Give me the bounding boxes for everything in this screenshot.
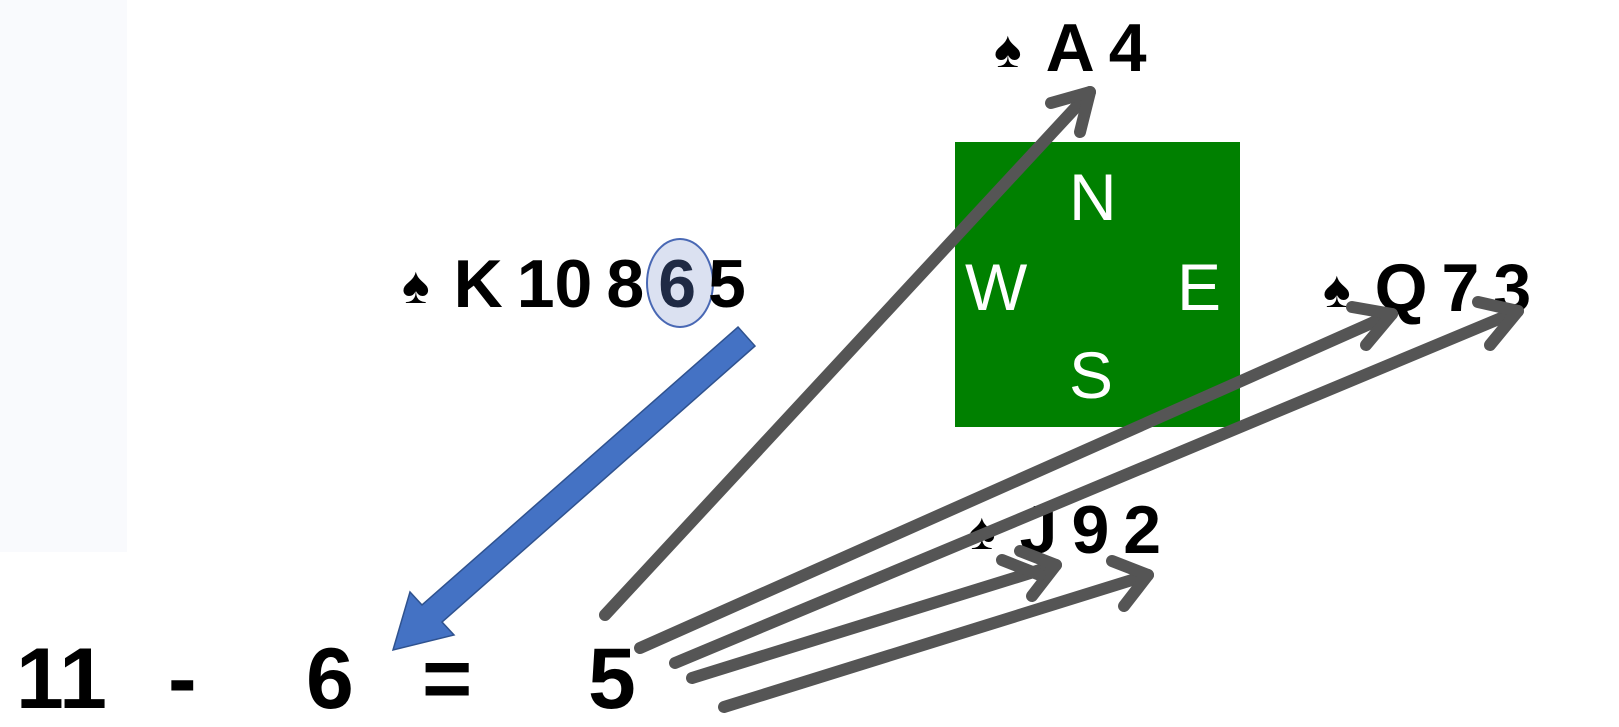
west-card-k: K [453,246,503,322]
south-card-2: 2 [1123,492,1162,568]
east-card-q: Q [1374,250,1428,326]
north-card-4: 4 [1108,10,1147,86]
spade-icon: ♠ [1323,261,1351,319]
east-card-3: 3 [1493,250,1532,326]
equation-result: 5 [588,631,636,727]
bridge-table: N W E S [955,142,1240,427]
highlighted-card-circle: 6 [646,238,714,328]
west-card-6: 6 [658,246,697,322]
blue-arrow [391,325,757,652]
left-panel [0,0,127,552]
south-card-9: 9 [1071,492,1110,568]
compass-west: W [965,250,1028,324]
west-card-8: 8 [606,246,645,322]
grey-arrow-to-south-9 [718,569,1154,713]
west-card-5: 5 [708,246,746,322]
spade-icon: ♠ [402,257,430,315]
spade-icon: ♠ [994,21,1022,79]
compass-south: S [1069,338,1114,412]
south-card-j: J [1019,492,1058,568]
equation-operand-a: 11 [16,631,107,727]
east-card-7: 7 [1441,250,1480,326]
compass-north: N [1069,160,1117,234]
north-card-a: A [1045,10,1095,86]
equation-minus: - [168,631,197,727]
spade-icon: ♠ [968,503,996,561]
grey-arrow-to-south-j [686,559,1062,684]
compass-east: E [1177,250,1222,324]
equation-operand-b: 6 [306,631,354,727]
arrow-head-north-a [1045,86,1096,138]
west-card-10: 10 [516,246,593,322]
equation-equals: = [422,631,473,727]
